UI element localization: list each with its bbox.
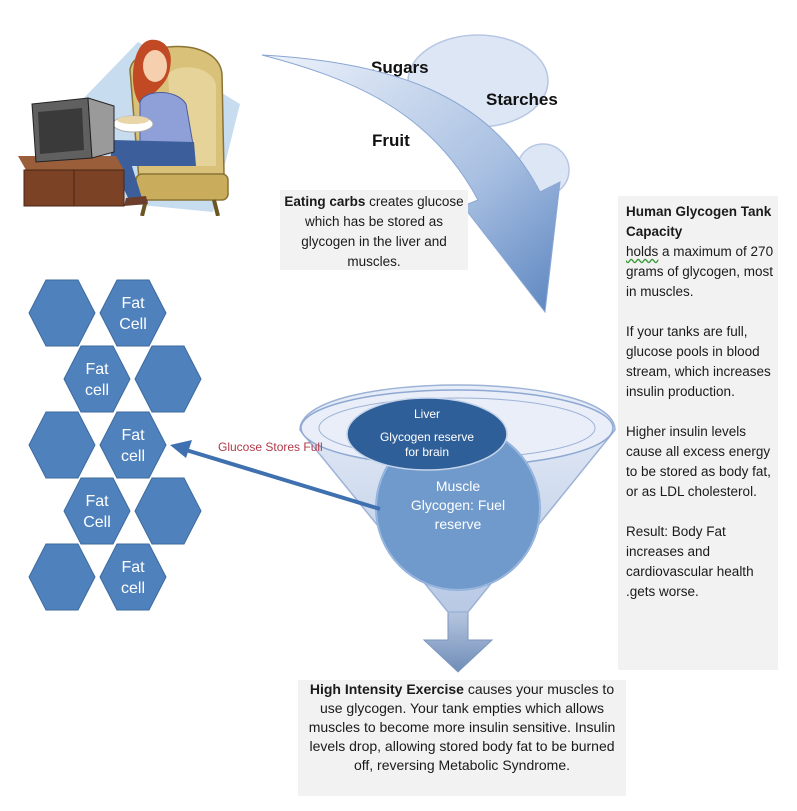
muscle-line1: Muscle (436, 478, 481, 494)
fat-cell-label: Fat (121, 295, 145, 312)
holds-word: holds (626, 244, 659, 259)
glycogen-capacity-p4: Result: Body Fat increases and cardiovas… (626, 524, 754, 599)
fat-cell-label: Fat (85, 493, 109, 510)
fat-cell-label: cell (85, 382, 109, 399)
glycogen-capacity-p2: If your tanks are full, glucose pools in… (626, 324, 771, 399)
liver-glycogen-ellipse (346, 397, 508, 471)
liver-line1: Glycogen reserve (380, 430, 474, 444)
glycogen-capacity-p1-rest: a maximum of 270 grams of glycogen, most… (626, 244, 774, 299)
sugars-label: Sugars (371, 58, 429, 77)
fat-cell-label: Fat (85, 361, 109, 378)
glycogen-capacity-p3: Higher insulin levels cause all excess e… (626, 424, 771, 499)
liver-line2: for brain (405, 445, 449, 459)
eating-carbs-bold: Eating carbs (284, 194, 366, 209)
hex-cell (134, 345, 202, 413)
fat-cell-label: Cell (83, 514, 111, 531)
glycogen-capacity-p1: holds a maximum of 270 grams of glycogen… (626, 242, 774, 302)
eating-carbs-textbox: Eating carbs creates glucose which has b… (280, 190, 468, 270)
woman-watching-tv-clipart (18, 39, 240, 216)
glucose-stores-full-label: Glucose Stores Full (218, 440, 323, 454)
hex-cell (63, 477, 131, 545)
starches-label: Starches (486, 90, 558, 109)
glycogen-capacity-title: Human Glycogen Tank Capacity (626, 204, 772, 239)
eating-carbs-text: creates glucose which has be stored as g… (301, 194, 464, 269)
fat-cell-label: cell (121, 448, 145, 465)
fat-cell-label: cell (121, 580, 145, 597)
fruit-label: Fruit (372, 131, 410, 150)
liver-title: Liver (414, 407, 440, 421)
hex-cell (134, 477, 202, 545)
hex-cell (28, 543, 96, 611)
hex-cell (28, 279, 96, 347)
muscle-line2: Glycogen: Fuel (411, 497, 505, 513)
exercise-textbox: High Intensity Exercise causes your musc… (298, 680, 626, 796)
fat-cell-label: Cell (119, 316, 147, 333)
fat-cell-label: Fat (121, 559, 145, 576)
hex-cell (63, 345, 131, 413)
exercise-bold: High Intensity Exercise (309, 681, 464, 697)
muscle-line3: reserve (435, 516, 482, 532)
hex-cell (28, 411, 96, 479)
hex-cell (99, 411, 167, 479)
exercise-text: causes your muscles to use glycogen. You… (308, 681, 616, 773)
hex-cell (99, 543, 167, 611)
fat-cell-label: Fat (121, 427, 145, 444)
glycogen-capacity-textbox: Human Glycogen Tank Capacity holds a max… (618, 196, 778, 670)
hex-cell (99, 279, 167, 347)
